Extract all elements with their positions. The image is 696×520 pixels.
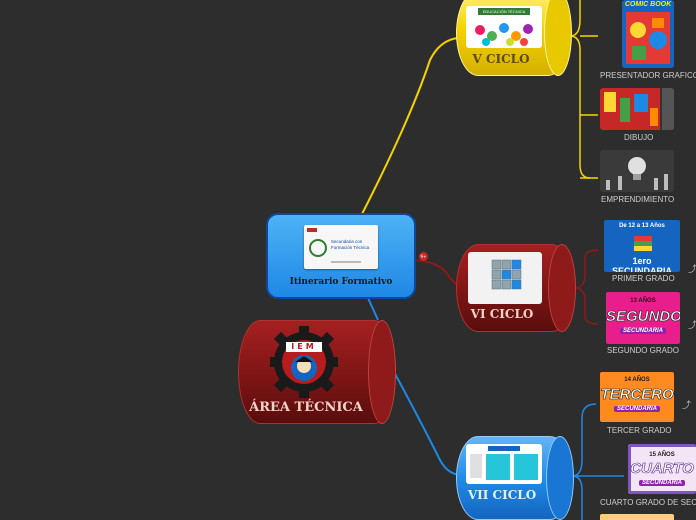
main-card-line2: Formación Técnica	[331, 245, 370, 250]
cycle-vi-title: VI CICLO	[470, 307, 534, 321]
wire-main-to-vii	[392, 369, 463, 476]
v-item-dibujo-label: DIBUJO	[624, 133, 654, 142]
vii-item-cuarto-label: CUARTO GRADO DE SEC	[600, 498, 696, 507]
main-title: Itinerario Formativo	[289, 277, 393, 287]
vi-item-segundo-link-icon[interactable]: ⤴	[688, 321, 696, 331]
cycle-v-banner: EDUCACIÓN TÉCNICA	[478, 8, 530, 15]
vii-item-tercer-image[interactable]: 14 AÑOS TERCERO SECUNDARIA	[600, 372, 674, 422]
vii-item-tercer-label: TERCER GRADO	[607, 426, 672, 435]
wire-main-to-v	[361, 37, 459, 215]
vi-item-primer-word: 1ero SECUNDARIA	[611, 256, 672, 272]
vi-item-segundo-label: SEGUNDO GRADO	[607, 346, 680, 355]
vi-item-segundo-word: SEGUNDO	[606, 308, 680, 326]
wire-vi-bracket-2	[573, 287, 599, 325]
v-item-presentador-image[interactable]: COMIC BOOK	[622, 0, 674, 68]
vii-item-tercer-level: SECUNDARIA	[613, 406, 661, 412]
vi-item-segundo-image[interactable]: 13 AÑOS SEGUNDO SECUNDARIA	[606, 292, 680, 344]
vii-item-tercer-link-icon[interactable]: ⤴	[682, 401, 692, 411]
cycle-v-node[interactable]: EDUCACIÓN TÉCNICA V CICLO	[456, 0, 572, 76]
v-item-dibujo-image[interactable]	[600, 88, 674, 130]
cycle-v-image: EDUCACIÓN TÉCNICA	[466, 6, 542, 48]
root-node[interactable]: IEM ÁREA TÉCNICA	[238, 320, 396, 424]
cycle-vi-image	[468, 252, 542, 304]
vii-item-partial-image[interactable]	[600, 514, 674, 520]
cycle-v-title: V CICLO	[472, 52, 530, 66]
vi-item-primer-link-icon[interactable]: ⤴	[688, 265, 696, 275]
cycle-vi-count-badge: 9+	[419, 252, 428, 261]
root-title: ÁREA TÉCNICA	[249, 400, 363, 415]
v-item-comic-text: COMIC BOOK	[624, 1, 672, 8]
vii-item-tercer-age: 14 AÑOS	[624, 377, 650, 383]
vi-item-segundo-age: 13 AÑOS	[630, 298, 656, 304]
wire-vi-bracket	[573, 249, 599, 289]
cycle-vi-node[interactable]: VI CICLO	[456, 244, 576, 332]
v-item-emprendimiento-label: EMPRENDIMIENTO	[601, 195, 675, 204]
v-item-emprendimiento-image[interactable]	[600, 150, 674, 192]
vii-item-cuarto-level: SECUNDARIA	[638, 480, 686, 486]
root-logo-text: IEM	[291, 342, 317, 351]
root-logo: IEM	[266, 326, 342, 398]
vii-item-cuarto-image[interactable]: 15 AÑOS CUARTO SECUNDARIA	[628, 444, 696, 494]
v-item-presentador-label: PRESENTADOR GRAFICO	[600, 71, 696, 80]
main-card-image: Secundaria con Formación Técnica	[304, 225, 378, 269]
vii-item-cuarto-age: 15 AÑOS	[649, 452, 675, 458]
cycle-vii-node[interactable]: VII CICLO	[456, 436, 574, 520]
wire-vii-bracket	[571, 403, 597, 477]
wire-main-to-vi	[413, 259, 463, 289]
cycle-vii-image	[466, 444, 542, 484]
main-card-line1: Secundaria con	[331, 239, 363, 244]
main-node[interactable]: Secundaria con Formación Técnica Itinera…	[266, 213, 416, 299]
vi-item-primer-label: PRIMER GRADO	[612, 274, 675, 283]
vi-item-primer-age: De 12 a 13 Años	[619, 223, 665, 229]
vi-item-primer-image[interactable]: De 12 a 13 Años 1ero SECUNDARIA	[604, 220, 680, 272]
wire-v-bracket	[569, 35, 591, 179]
wire-main-to-root	[367, 297, 379, 321]
vii-item-tercer-word: TERCERO	[600, 386, 674, 404]
vi-item-segundo-level: SECUNDARIA	[619, 328, 667, 334]
cycle-vii-title: VII CICLO	[467, 488, 537, 502]
vii-item-cuarto-word: CUARTO	[630, 460, 694, 478]
